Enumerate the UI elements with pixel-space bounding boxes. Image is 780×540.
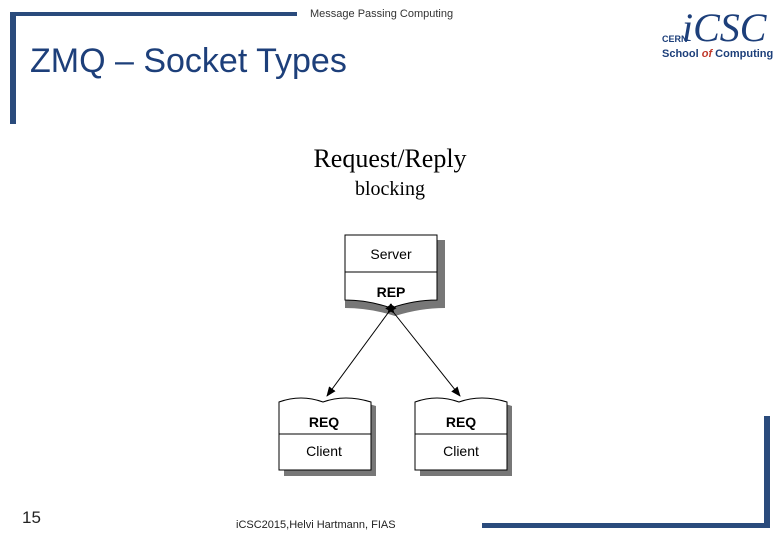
arrow-server-client-1 — [326, 303, 397, 397]
client-1-socket: REQ — [309, 414, 339, 430]
logo-cern: CERN — [662, 34, 688, 44]
pattern-mode: blocking — [355, 178, 425, 200]
client-2-label: Client — [443, 443, 479, 459]
footer-credit: iCSC2015,Helvi Hartmann, FIAS — [236, 519, 396, 531]
icsc-logo: iCSC CERN School of Computing — [660, 5, 776, 66]
logo-school-of: of — [701, 48, 713, 60]
server-socket: REP — [377, 284, 406, 300]
client-1-label: Client — [306, 443, 342, 459]
header-side-bar — [10, 12, 16, 124]
slide-number: 15 — [22, 508, 41, 527]
client-node-2: REQ Client — [414, 397, 512, 476]
footer-side-bar — [764, 416, 770, 528]
server-label: Server — [370, 246, 412, 262]
logo-school-b: Computing — [712, 48, 774, 60]
logo-school: School of Computing — [662, 48, 773, 60]
arrow-server-client-2 — [385, 303, 461, 397]
slide-title: ZMQ – Socket Types — [30, 42, 347, 80]
pattern-heading: Request/Reply — [313, 144, 467, 173]
server-node: Server REP — [344, 234, 445, 316]
footer-bar — [482, 523, 770, 528]
client-2-socket: REQ — [446, 414, 476, 430]
client-node-1: REQ Client — [278, 397, 376, 476]
logo-school-a: School — [662, 48, 702, 60]
logo-mark: iCSC — [682, 5, 767, 50]
header-bar — [14, 12, 297, 16]
course-title: Message Passing Computing — [310, 8, 454, 20]
